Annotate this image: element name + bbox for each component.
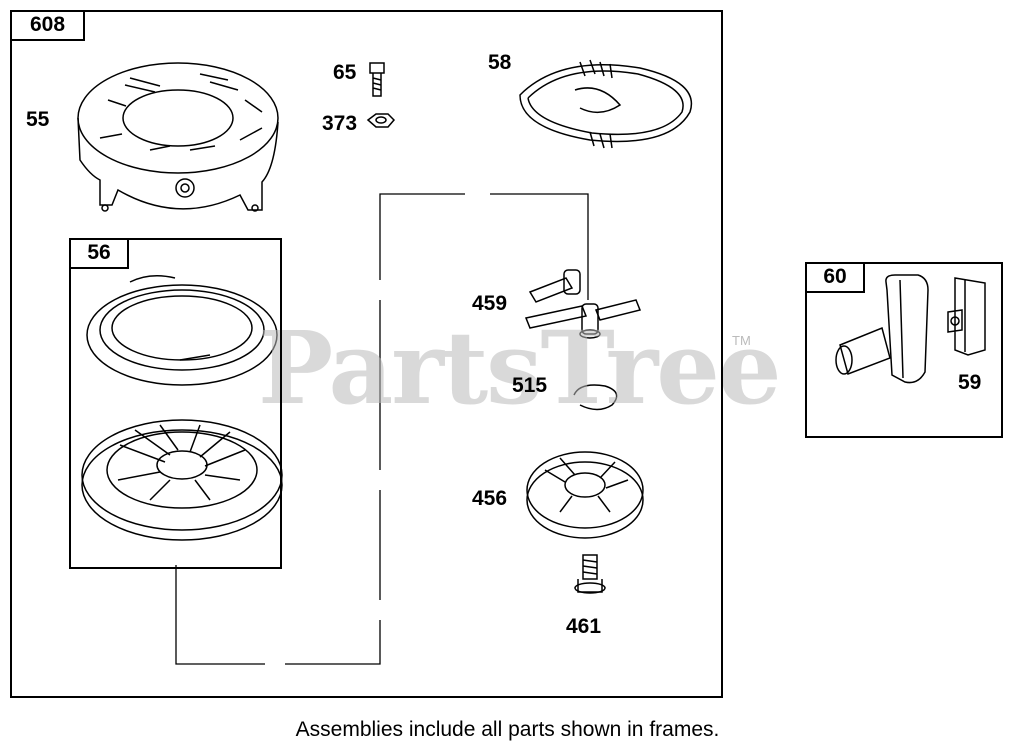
screw-drawing <box>369 62 385 97</box>
part-label-55[interactable]: 55 <box>26 108 50 131</box>
frame-56: 56 <box>69 238 282 569</box>
trademark-mark: TM <box>732 333 751 348</box>
part-label-456[interactable]: 456 <box>472 487 508 510</box>
assemblies-footnote: Assemblies include all parts shown in fr… <box>295 718 720 741</box>
frame-608: 608 <box>10 10 723 698</box>
nut-drawing <box>366 113 396 128</box>
part-label-58[interactable]: 58 <box>488 51 512 74</box>
ratchet-dog-drawing <box>524 269 642 339</box>
leader-lines <box>175 193 589 665</box>
frame-60: 60 <box>805 262 1003 438</box>
part-label-59[interactable]: 59 <box>958 371 982 394</box>
ratchet-drawing <box>526 451 644 539</box>
frame-608-tag[interactable]: 608 <box>10 10 85 41</box>
partstree-watermark: PartsTree <box>258 309 782 427</box>
part-label-373[interactable]: 373 <box>322 112 358 135</box>
blower-housing-drawing <box>77 62 279 212</box>
starter-handle-drawing <box>835 274 986 384</box>
frame-56-tag[interactable]: 56 <box>69 238 129 269</box>
ratchet-screw-drawing <box>574 554 606 594</box>
pulley-drawing <box>81 419 283 541</box>
recoil-spring-drawing <box>86 275 278 386</box>
part-label-65[interactable]: 65 <box>333 61 357 84</box>
frame-60-tag[interactable]: 60 <box>805 262 865 293</box>
starter-rope-drawing <box>519 59 693 149</box>
retainer-drawing <box>573 384 618 411</box>
part-label-459[interactable]: 459 <box>472 292 508 315</box>
part-label-515[interactable]: 515 <box>512 374 548 397</box>
part-label-461[interactable]: 461 <box>566 615 602 638</box>
